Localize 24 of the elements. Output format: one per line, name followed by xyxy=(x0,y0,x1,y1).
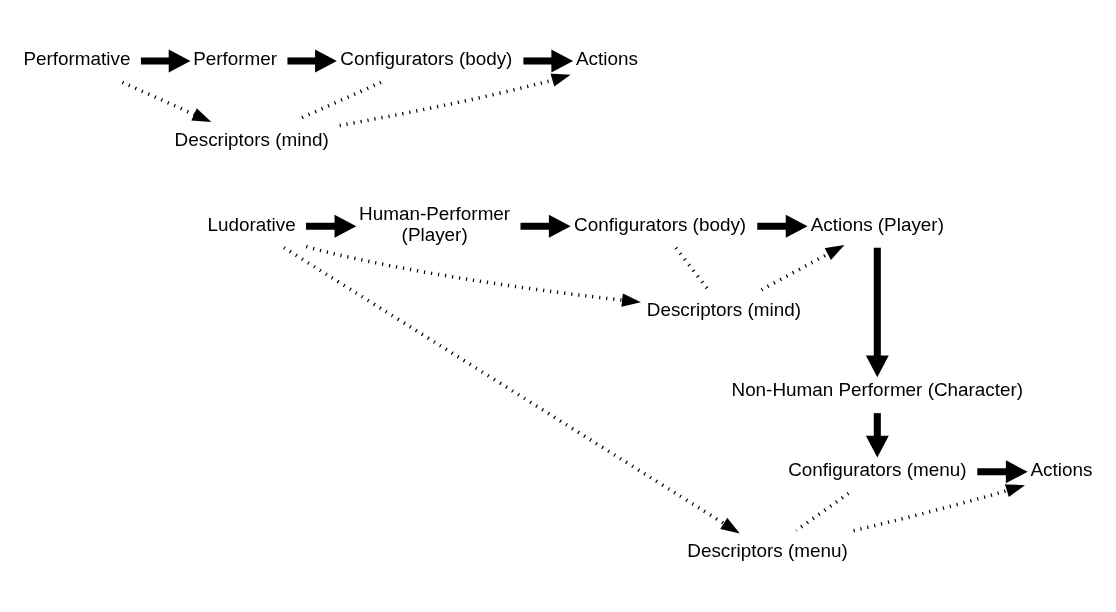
node-text: Configurators (body) xyxy=(340,47,513,69)
node-text: Performer xyxy=(193,47,278,69)
node-text: Actions xyxy=(576,47,638,69)
node-text: Descriptors (mind) xyxy=(174,128,329,150)
node-text: Descriptors (mind) xyxy=(646,298,801,320)
connector xyxy=(674,246,710,291)
node-text: Descriptors (menu) xyxy=(687,539,848,561)
arrow xyxy=(305,244,641,307)
arrow xyxy=(760,244,845,291)
arrow xyxy=(865,412,889,458)
arrow xyxy=(853,483,1025,532)
arrow xyxy=(283,245,740,533)
arrow xyxy=(121,80,212,122)
connector xyxy=(795,491,850,532)
node-text: Actions (Player) xyxy=(810,213,944,235)
node-text: Configurators (body) xyxy=(574,213,747,235)
node-text: Human-Performer (Player) xyxy=(359,202,511,245)
node-text: Non-Human Performer (Character) xyxy=(731,378,1024,400)
arrow xyxy=(140,49,191,72)
node-text: Performative xyxy=(23,47,131,69)
node-text: Actions xyxy=(1030,458,1093,480)
arrow xyxy=(339,73,571,127)
node-text: Configurators (menu) xyxy=(788,458,967,480)
node-text: Ludorative xyxy=(207,213,296,235)
